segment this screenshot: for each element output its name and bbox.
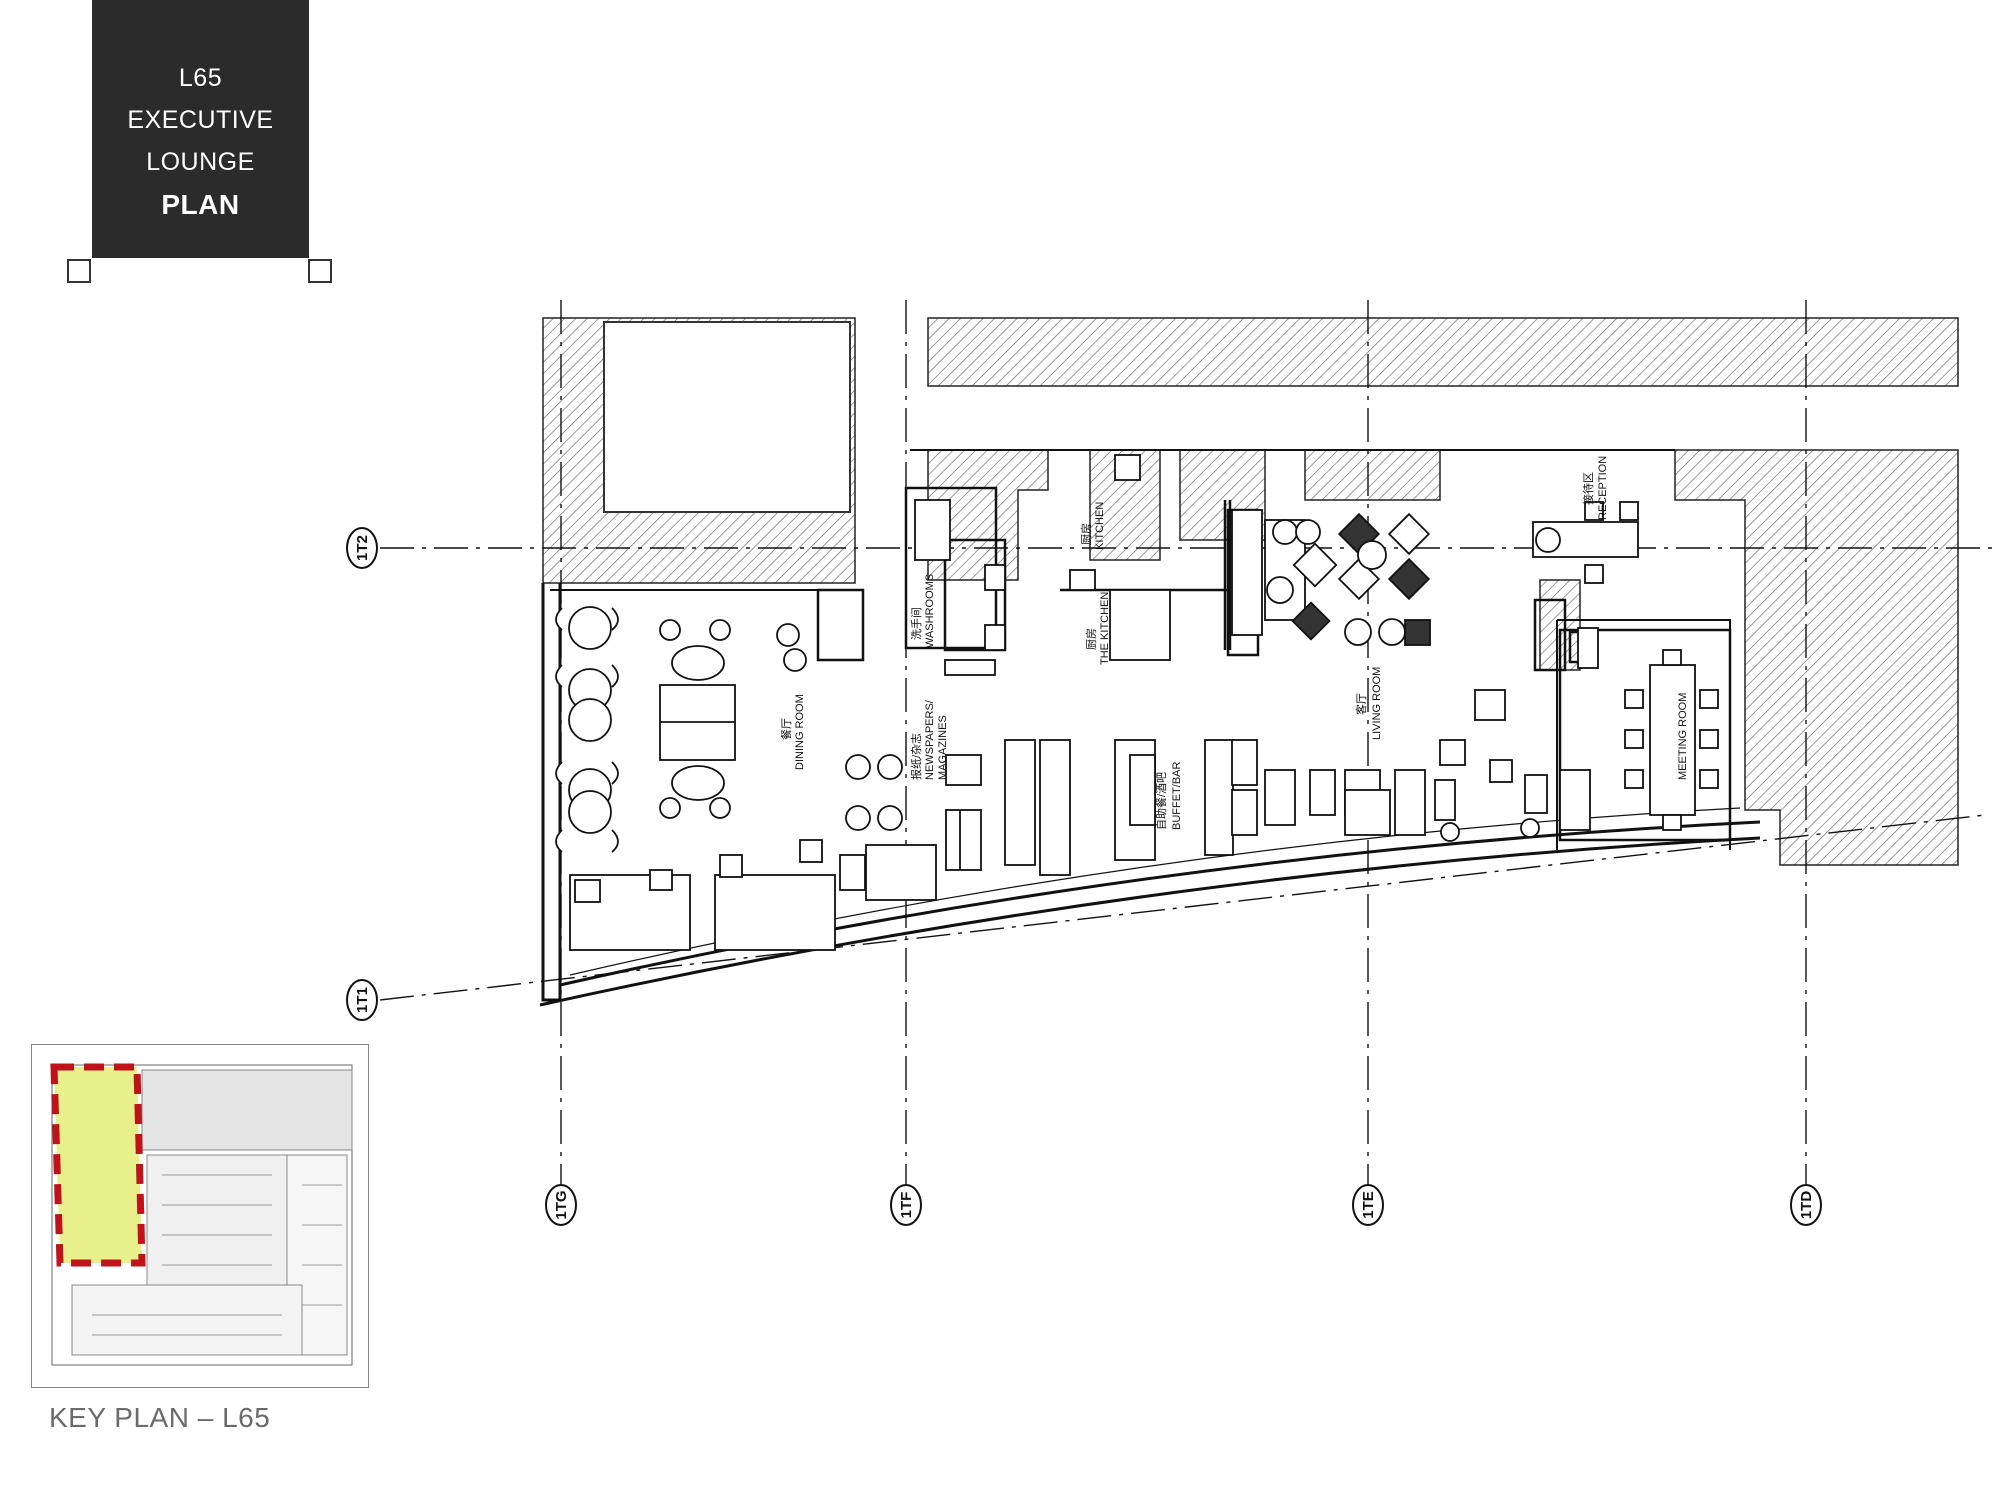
title-corner-left <box>67 259 91 283</box>
grid-bubble-1TG: 1TG <box>545 1184 577 1226</box>
label-magazines: MAGAZINES <box>937 715 949 780</box>
key-plan-drawing <box>50 1063 353 1366</box>
dining-furniture <box>555 606 866 951</box>
grid-label-1T1: 1T1 <box>354 987 371 1013</box>
key-plan <box>31 1044 369 1388</box>
reception-meeting-furniture <box>1532 501 1719 831</box>
key-plan-highlight <box>50 1063 146 1267</box>
grid-bubble-1T2: 1T2 <box>346 527 378 569</box>
label-meeting: MEETING ROOM <box>1677 693 1689 780</box>
label-newspapers-cn: 报纸/杂志 <box>909 733 923 780</box>
label-living-cn: 客厅 <box>1354 693 1368 715</box>
grid-bubble-1TD: 1TD <box>1790 1184 1822 1226</box>
title-line-executive: EXECUTIVE <box>127 106 274 134</box>
title-level: L65 <box>178 64 223 92</box>
grid-bubble-1TF: 1TF <box>890 1184 922 1226</box>
title-line-lounge: LOUNGE <box>146 148 255 176</box>
label-living: LIVING ROOM <box>1371 667 1383 740</box>
label-the-kitchen-cn: 厨房 <box>1085 628 1098 650</box>
newspaper-furniture <box>845 499 1006 901</box>
label-washrooms: WASHROOMS <box>924 574 936 648</box>
core-void <box>603 321 851 513</box>
grid-label-1TG: 1TG <box>553 1190 570 1219</box>
grid-label-1TD: 1TD <box>1798 1191 1815 1220</box>
label-dining-cn: 餐厅 <box>779 718 793 740</box>
label-newspapers: NEWSPAPERS/ <box>924 699 936 780</box>
label-buffet-cn: 自助餐/酒吧 <box>1154 772 1168 830</box>
grid-axes <box>379 300 2000 1185</box>
grid-label-1TE: 1TE <box>1360 1191 1377 1219</box>
room-labels: 餐厅 DINING ROOM 报纸/杂志 NEWSPAPERS/ MAGAZIN… <box>779 456 1689 830</box>
living-furniture <box>1231 509 1591 842</box>
label-the-kitchen: THE KITCHEN <box>1099 592 1111 665</box>
label-reception: RECEPTION <box>1597 456 1609 520</box>
title-heading: PLAN <box>161 189 240 220</box>
label-dining: DINING ROOM <box>794 694 806 770</box>
grid-label-1TF: 1TF <box>898 1192 915 1219</box>
grid-bubble-1TE: 1TE <box>1352 1184 1384 1226</box>
label-reception-cn: 接待区 <box>1581 472 1595 505</box>
label-kitchen-cn: 厨房 <box>1080 523 1093 545</box>
grid-bubble-1T1: 1T1 <box>346 979 378 1021</box>
title-corner-right <box>308 259 332 283</box>
grid-label-1T2: 1T2 <box>354 535 371 561</box>
label-buffet: BUFFET/BAR <box>1171 761 1183 830</box>
key-plan-caption: KEY PLAN – L65 <box>49 1402 271 1433</box>
label-washrooms-cn: 洗手间 <box>909 607 923 640</box>
label-kitchen: KITCHEN <box>1094 502 1106 550</box>
title-block: L65 EXECUTIVE LOUNGE PLAN <box>92 0 309 258</box>
buffet-furniture <box>1004 454 1234 876</box>
